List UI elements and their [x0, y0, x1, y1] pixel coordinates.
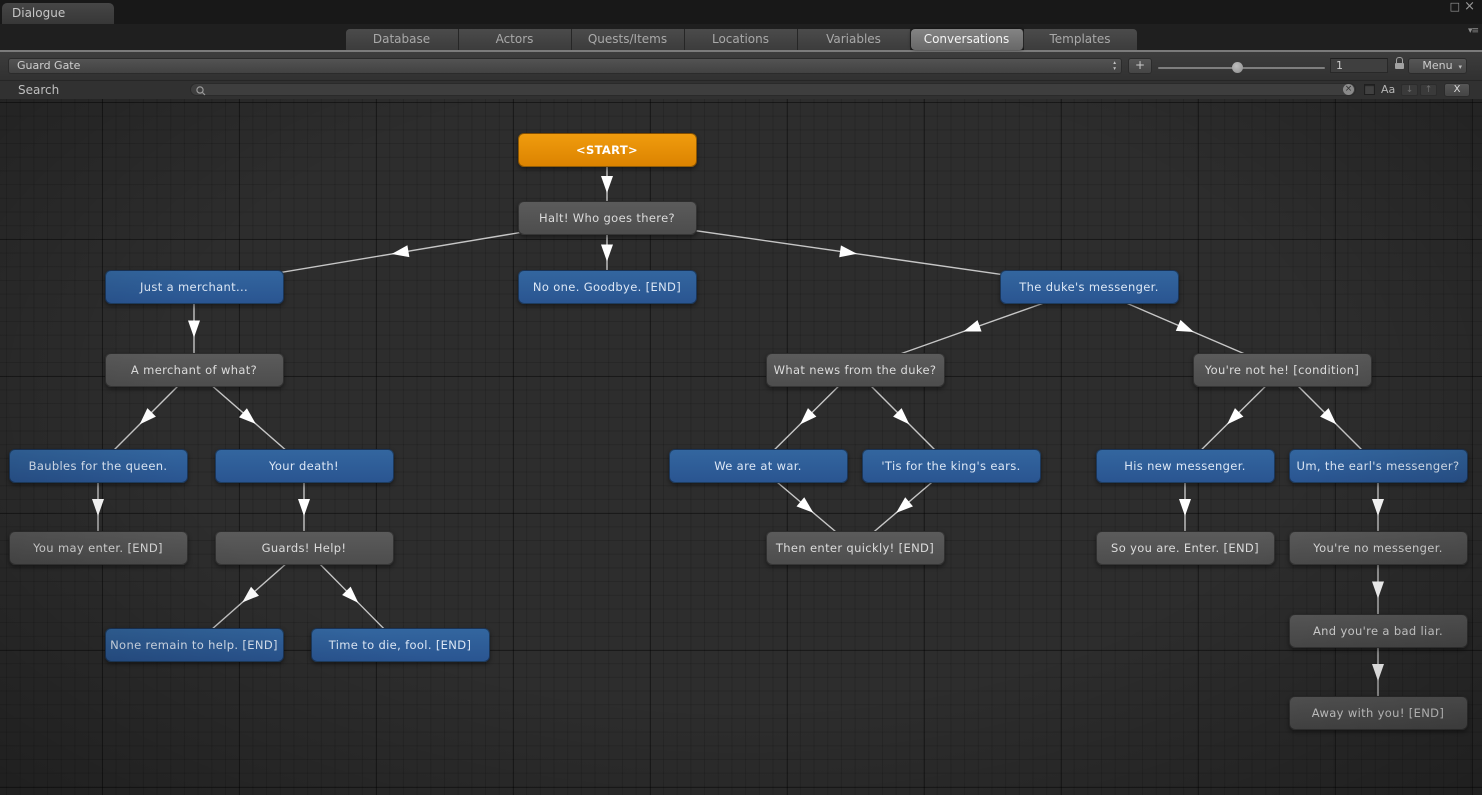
search-bar: Search × Aa ↓ ↑ X: [0, 80, 1482, 99]
maximize-icon[interactable]: □: [1449, 0, 1460, 13]
tab-quests-items[interactable]: Quests/Items: [571, 29, 685, 50]
link-arrowhead-icon: [298, 499, 310, 516]
link-arrowhead-icon: [896, 497, 913, 513]
link-arrowhead-icon: [963, 320, 982, 332]
dialogue-node-earl[interactable]: Um, the earl's messenger?: [1288, 449, 1468, 483]
tab-variables[interactable]: Variables: [797, 29, 911, 50]
zoom-value-field[interactable]: 1: [1330, 58, 1388, 73]
link-arrowhead-icon: [139, 408, 156, 425]
dialogue-node-soyouare[interactable]: So you are. Enter. [END]: [1095, 531, 1275, 565]
dialogue-node-news[interactable]: What news from the duke?: [765, 353, 945, 387]
conversation-toolbar: Guard Gate ▴▾ + 1 Menu ▾: [0, 52, 1482, 80]
link-arrowhead-icon: [839, 245, 857, 258]
link-arrowhead-icon: [1227, 408, 1244, 425]
dialogue-node-mayenter[interactable]: You may enter. [END]: [8, 531, 188, 565]
link-arrowhead-icon: [1175, 319, 1194, 333]
link-arrowhead-icon: [239, 408, 256, 424]
menu-button[interactable]: Menu ▾: [1408, 58, 1467, 74]
link-arrowhead-icon: [1372, 664, 1384, 681]
link-arrowhead-icon: [1372, 499, 1384, 516]
link-arrowhead-icon: [391, 245, 410, 258]
search-prev-button[interactable]: ↓: [1401, 84, 1418, 96]
search-input[interactable]: [190, 83, 1356, 96]
dialogue-node-badliar[interactable]: And you're a bad liar.: [1288, 614, 1468, 648]
clear-search-icon[interactable]: ×: [1343, 84, 1354, 95]
lock-icon[interactable]: [1394, 57, 1404, 70]
tab-conversations[interactable]: Conversations: [910, 29, 1024, 50]
dialogue-node-death[interactable]: Your death!: [214, 449, 394, 483]
tab-database[interactable]: Database: [345, 29, 459, 50]
case-sensitive-label: Aa: [1381, 83, 1396, 96]
dialogue-node-tis[interactable]: 'Tis for the king's ears.: [861, 449, 1041, 483]
dialogue-node-quickly[interactable]: Then enter quickly! [END]: [765, 531, 945, 565]
canvas-grid: [0, 98, 1482, 795]
link-arrowhead-icon: [188, 320, 200, 338]
dialogue-node-baubles[interactable]: Baubles for the queen.: [8, 449, 188, 483]
window-titlebar: Dialogue □ ×: [0, 0, 1482, 24]
dialogue-node-war[interactable]: We are at war.: [668, 449, 848, 483]
lock-body: [1394, 63, 1404, 69]
link-arrowhead-icon: [92, 499, 104, 516]
dialogue-node-nomessenger[interactable]: You're no messenger.: [1288, 531, 1468, 565]
search-next-button[interactable]: ↑: [1420, 84, 1437, 96]
link-arrowhead-icon: [796, 497, 814, 513]
zoom-slider-thumb[interactable]: [1232, 62, 1243, 73]
menu-button-label: Menu: [1422, 59, 1453, 72]
link-arrowhead-icon: [601, 176, 613, 193]
dialogue-node-nothe[interactable]: You're not he! [condition]: [1192, 353, 1372, 387]
pane-menu-icon[interactable]: ▾≡: [1467, 26, 1479, 36]
dialogue-node-start[interactable]: <START>: [517, 133, 697, 167]
link-arrowhead-icon: [1179, 499, 1191, 516]
close-icon[interactable]: ×: [1464, 0, 1475, 14]
dialogue-node-duke[interactable]: The duke's messenger.: [999, 270, 1179, 304]
add-conversation-button[interactable]: +: [1128, 58, 1152, 74]
dialogue-window-tab[interactable]: Dialogue: [2, 3, 114, 24]
tab-actors[interactable]: Actors: [458, 29, 572, 50]
dialogue-node-ofwhat[interactable]: A merchant of what?: [104, 353, 284, 387]
case-sensitive-checkbox[interactable]: [1364, 84, 1375, 95]
link-arrowhead-icon: [1320, 408, 1337, 425]
dialogue-node-halt[interactable]: Halt! Who goes there?: [517, 201, 697, 235]
dialogue-node-guards[interactable]: Guards! Help!: [214, 531, 394, 565]
link-arrowhead-icon: [601, 244, 613, 262]
dialogue-node-noneremain[interactable]: None remain to help. [END]: [104, 628, 284, 662]
search-label: Search: [18, 83, 60, 97]
link-arrowhead-icon: [1372, 581, 1384, 599]
dropdown-updown-icon: ▴▾: [1113, 60, 1116, 72]
dialogue-node-away[interactable]: Away with you! [END]: [1288, 696, 1468, 730]
link-arrowhead-icon: [893, 408, 910, 425]
tab-templates[interactable]: Templates: [1023, 29, 1137, 50]
dialogue-node-noone[interactable]: No one. Goodbye. [END]: [517, 270, 697, 304]
chevron-down-icon: ▾: [1458, 63, 1462, 71]
conversation-select-dropdown[interactable]: Guard Gate ▴▾: [8, 58, 1122, 74]
dialogue-node-timetodie[interactable]: Time to die, fool. [END]: [310, 628, 490, 662]
lock-shackle: [1395, 57, 1403, 63]
conversation-select-value: Guard Gate: [17, 59, 81, 72]
close-search-button[interactable]: X: [1444, 83, 1470, 97]
search-icon: [196, 86, 206, 96]
dialogue-node-hisnew[interactable]: His new messenger.: [1095, 449, 1275, 483]
link-arrowhead-icon: [800, 408, 817, 425]
link-arrowhead-icon: [342, 586, 359, 603]
tab-locations[interactable]: Locations: [684, 29, 798, 50]
link-arrowhead-icon: [242, 586, 259, 603]
dialogue-node-merchant[interactable]: Just a merchant...: [104, 270, 284, 304]
